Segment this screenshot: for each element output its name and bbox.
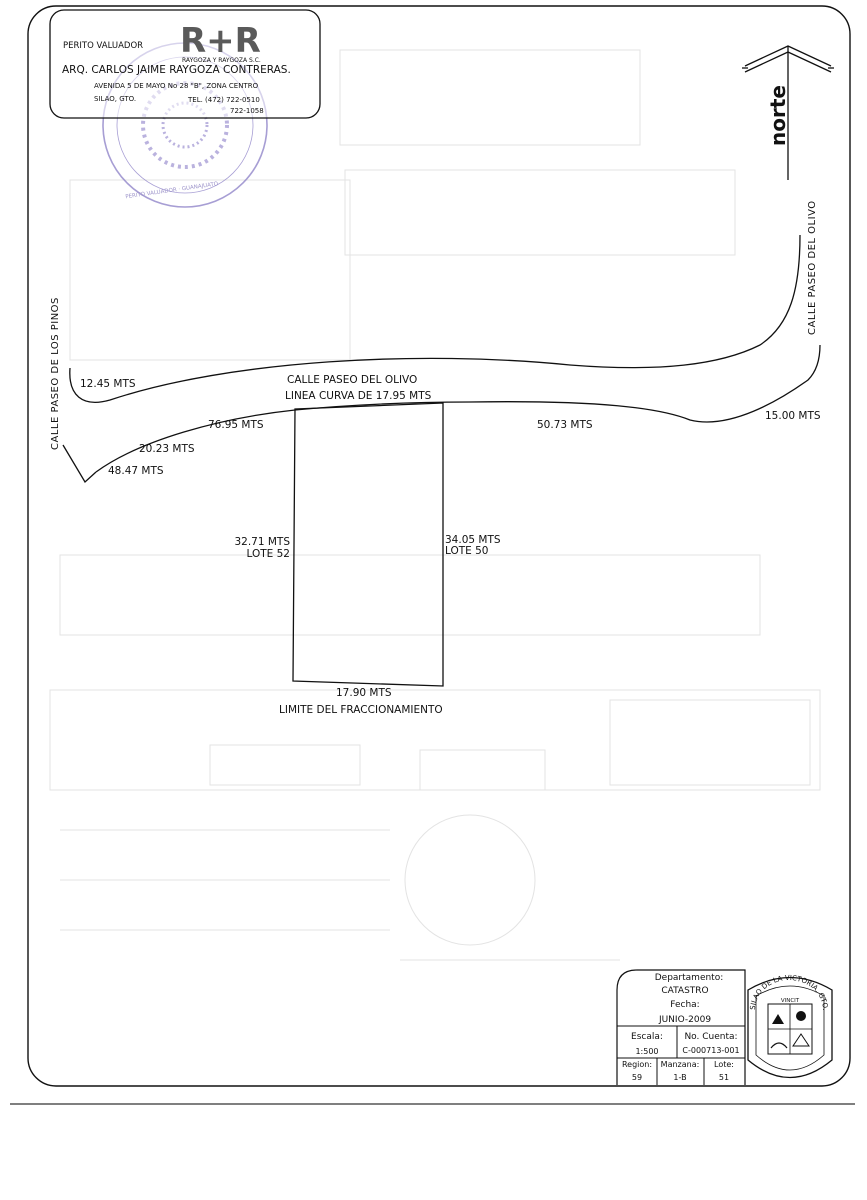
street-left-label: CALLE PASEO DE LOS PINOS (50, 297, 61, 450)
account-value: C-000713-001 (682, 1046, 739, 1055)
block-value: 1-B (673, 1073, 686, 1082)
ghost-background (49, 49, 821, 961)
neighbor-lot-50: LOTE 50 (445, 545, 489, 557)
measure-50-73: 50.73 MTS (537, 419, 593, 431)
measure-12-45: 12.45 MTS (80, 378, 136, 390)
valuer-header: PERITO VALUADOR R+R RAYGOZA Y RAYGOZA S.… (49, 9, 321, 119)
north-label: norte (766, 85, 790, 146)
valuer-name: ARQ. CARLOS JAIME RAYGOZA CONTRERAS. (62, 64, 291, 76)
municipal-seal-icon: SILAO DE LA VICTORIA, GTO. VINCIT (747, 974, 833, 1079)
region-label: Region: (622, 1060, 652, 1069)
date-value: JUNIO-2009 (658, 1015, 711, 1025)
measure-34-05: 34.05 MTS (445, 534, 501, 546)
department-value: CATASTRO (661, 986, 708, 996)
measure-15-00: 15.00 MTS (765, 410, 821, 422)
measure-48-47: 48.47 MTS (108, 465, 164, 477)
valuer-city: SILAO, GTO. (94, 95, 136, 103)
company-name: RAYGOZA Y RAYGOZA S.C. (182, 57, 261, 64)
north-arrow-icon (742, 45, 834, 180)
scale-value: 1:500 (635, 1047, 658, 1056)
date-label: Fecha: (670, 1000, 699, 1010)
sheet-frame (27, 5, 851, 1087)
valuer-phone: TEL. (472) 722-0510 (187, 96, 260, 104)
curve-label: LINEA CURVA DE 17.95 MTS (285, 390, 432, 402)
measure-76-95: 76.95 MTS (208, 419, 264, 431)
valuer-title: PERITO VALUADOR (63, 41, 143, 51)
account-label: No. Cuenta: (684, 1032, 737, 1042)
valuer-address: AVENIDA 5 DE MAYO No 28 "B", ZONA CENTRO (94, 82, 259, 90)
street-lines (62, 234, 821, 484)
measure-20-23: 20.23 MTS (139, 443, 195, 455)
scale-label: Escala: (631, 1032, 663, 1042)
measure-17-90: 17.90 MTS (336, 687, 392, 699)
lot-value: 51 (719, 1073, 729, 1082)
block-label: Manzana: (661, 1060, 700, 1069)
company-logo: R+R (180, 21, 261, 61)
neighbor-lot-52: LOTE 52 (247, 548, 291, 560)
lot-label: Lote: (714, 1060, 734, 1069)
svg-text:PERITO VALUADOR · GUANAJUATO: PERITO VALUADOR · GUANAJUATO (125, 181, 219, 200)
department-label: Departamento: (655, 973, 724, 983)
seal-motto: VINCIT (781, 998, 800, 1004)
valuer-phone-2: 722-1058 (230, 107, 264, 115)
subdivision-limit-label: LIMITE DEL FRACCIONAMIENTO (279, 704, 443, 716)
measure-32-71: 32.71 MTS (234, 536, 290, 548)
street-right-label: CALLE PASEO DEL OLIVO (807, 200, 818, 335)
title-block: Departamento: CATASTRO Fecha: JUNIO-2009… (616, 969, 746, 1085)
lot-51-polygon (292, 402, 444, 687)
street-center-label: CALLE PASEO DEL OLIVO (287, 374, 417, 386)
region-value: 59 (632, 1073, 642, 1082)
